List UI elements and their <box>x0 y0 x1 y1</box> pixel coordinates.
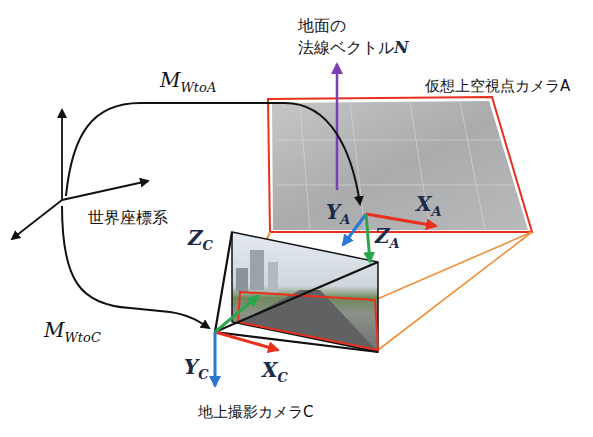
aerial-image <box>272 101 528 230</box>
axis-label: X <box>416 192 432 216</box>
vector-symbol: N <box>394 38 409 57</box>
z-axis <box>366 214 370 262</box>
y-axis <box>214 332 217 386</box>
frame-label: 世界座標系 <box>88 208 168 227</box>
label-group: XC <box>262 358 288 382</box>
label-group: 地上撮影カメラC <box>198 402 313 422</box>
label-group: MWtoA <box>160 68 216 92</box>
x-axis <box>215 332 278 350</box>
axis-subscript: A <box>390 236 400 251</box>
camera-label: 地上撮影カメラC <box>198 403 313 421</box>
label-group: ZC <box>188 226 213 250</box>
label-group: YC <box>184 355 209 379</box>
ground-region <box>238 292 378 350</box>
aerial-texture <box>276 101 514 230</box>
transform-subscript: WtoC <box>64 330 100 345</box>
axis-label: Y <box>184 355 198 379</box>
transform-symbol: M <box>160 68 180 92</box>
label-group: 地面の 法線ベクトルN <box>298 15 428 59</box>
label-group: XA <box>416 192 442 216</box>
axis-subscript: A <box>340 212 350 227</box>
axis-label: X <box>262 358 278 382</box>
label-group: ZA <box>375 224 400 248</box>
axis-subscript: A <box>432 204 442 219</box>
axis-label: Z <box>188 226 203 250</box>
label-group: 世界座標系 <box>88 208 168 229</box>
label-group: 仮想上空視点カメラA <box>425 76 570 96</box>
transform-curve <box>62 206 209 328</box>
camera-label: 仮想上空視点カメラA <box>425 77 570 95</box>
camera-a-outline <box>268 97 532 232</box>
axis-label: Z <box>375 224 390 248</box>
normal-label: 地面の 法線ベクトル <box>298 16 394 57</box>
label-group: MWtoC <box>44 318 101 342</box>
label-group: YA <box>326 200 350 224</box>
axis-subscript: C <box>278 370 288 385</box>
camera-c-plane <box>232 232 378 352</box>
axis-subscript: C <box>198 367 208 382</box>
axis-subscript: C <box>203 238 213 253</box>
camera-frustum <box>215 232 378 352</box>
camera-photo <box>232 232 378 352</box>
normal-vector <box>336 64 339 190</box>
z-axis <box>215 296 258 332</box>
transform-symbol: M <box>44 318 64 342</box>
axis-label: Y <box>326 200 340 224</box>
transform-curve <box>66 103 360 204</box>
transform-subscript: WtoA <box>180 80 216 95</box>
